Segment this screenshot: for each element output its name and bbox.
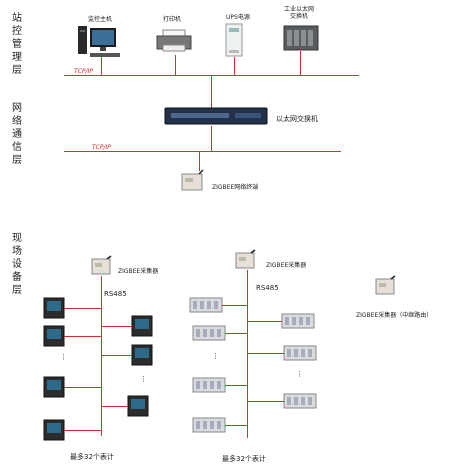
module-2-5-icon (281, 313, 315, 329)
link-module-2-5 (247, 321, 282, 322)
label-zigbee-collector-2: ZIGBEE采集器 (266, 262, 307, 269)
ellipsis-group-1-left: ⋮ (60, 353, 67, 361)
module-2-6-icon (283, 345, 317, 361)
drop-collector-1 (101, 276, 102, 296)
link-meter-1-6 (101, 355, 132, 356)
meter-1-1-icon (43, 297, 65, 319)
industrial-switch-icon (283, 25, 319, 51)
label-rs485-2: RS485 (256, 284, 279, 292)
label-zigbee-collector-relay: ZIGBEE采集器（中继路由） (356, 312, 433, 319)
link-meter-1-7 (101, 406, 128, 407)
drop-ups (234, 57, 235, 75)
link-module-2-3 (225, 385, 247, 386)
module-2-3-icon (192, 377, 226, 393)
link-module-2-1 (222, 305, 247, 306)
module-2-7-icon (283, 393, 317, 409)
module-2-1-icon (189, 297, 223, 313)
label-industrial-switch: 工业以太网交换机 (283, 6, 314, 20)
zigbee-collector-2-icon (235, 249, 256, 269)
ups-icon (225, 23, 243, 57)
label-zigbee-collector-1: ZIGBEE采集器 (118, 268, 159, 275)
drop-monitor (101, 57, 102, 75)
bus-2-vertical (247, 288, 248, 438)
layer-label-field: 现 场 设 备 层 (12, 233, 22, 296)
protocol-middle: TCP/IP (92, 144, 111, 151)
layer-label-network: 网 络 通 信 层 (12, 103, 22, 166)
label-printer: 打印机 (163, 16, 182, 23)
meter-1-4-icon (43, 419, 65, 441)
ethernet-switch-icon (164, 107, 268, 125)
middle-bus (64, 151, 341, 152)
link-meter-1-4 (64, 430, 101, 431)
drop-printer (175, 55, 176, 75)
ellipsis-group-1-right: ⋮ (140, 375, 147, 383)
meter-1-6-icon (131, 344, 153, 366)
label-ethernet-switch: 以太网交换机 (276, 115, 318, 123)
zigbee-collector-1-icon (91, 255, 112, 275)
drop-switch-to-bus (211, 126, 212, 151)
link-meter-1-3 (64, 387, 101, 388)
drop-collector-2 (247, 270, 248, 288)
link-module-2-2 (225, 333, 247, 334)
meter-1-5-icon (131, 315, 153, 337)
drop-industrial-switch (300, 51, 301, 75)
drop-ethernet-switch (211, 75, 212, 111)
meter-1-3-icon (43, 376, 65, 398)
link-module-2-7 (247, 401, 284, 402)
label-zigbee-terminal: ZIGBEE网络终端 (212, 184, 259, 191)
footnote-group-1: 最多32个表计 (70, 453, 114, 461)
zigbee-collector-relay-icon (375, 275, 396, 295)
label-monitor-host: 监控主机 (88, 16, 113, 23)
bus-1-vertical (101, 296, 102, 436)
drop-zigbee-terminal (199, 151, 200, 171)
link-meter-1-1 (64, 308, 101, 309)
meter-1-2-icon (43, 325, 65, 347)
ellipsis-group-2-right: ⋮ (296, 370, 303, 378)
footnote-group-2: 最多32个表计 (222, 455, 266, 463)
label-rs485-1: RS485 (104, 290, 127, 298)
link-module-2-6 (247, 353, 284, 354)
layer-label-station: 站 控 管 理 层 (12, 13, 22, 76)
link-meter-1-2 (64, 336, 101, 337)
module-2-4-icon (192, 417, 226, 433)
protocol-top: TCP/IP (74, 68, 93, 75)
ellipsis-group-2-left: ⋮ (212, 352, 219, 360)
link-module-2-4 (225, 425, 247, 426)
label-ups: UPS电源 (226, 14, 250, 21)
module-2-2-icon (192, 325, 226, 341)
monitor-host-icon (78, 26, 120, 57)
printer-icon (156, 29, 192, 52)
link-meter-1-5 (101, 326, 132, 327)
meter-1-7-icon (127, 395, 149, 417)
zigbee-terminal-icon (181, 169, 204, 191)
